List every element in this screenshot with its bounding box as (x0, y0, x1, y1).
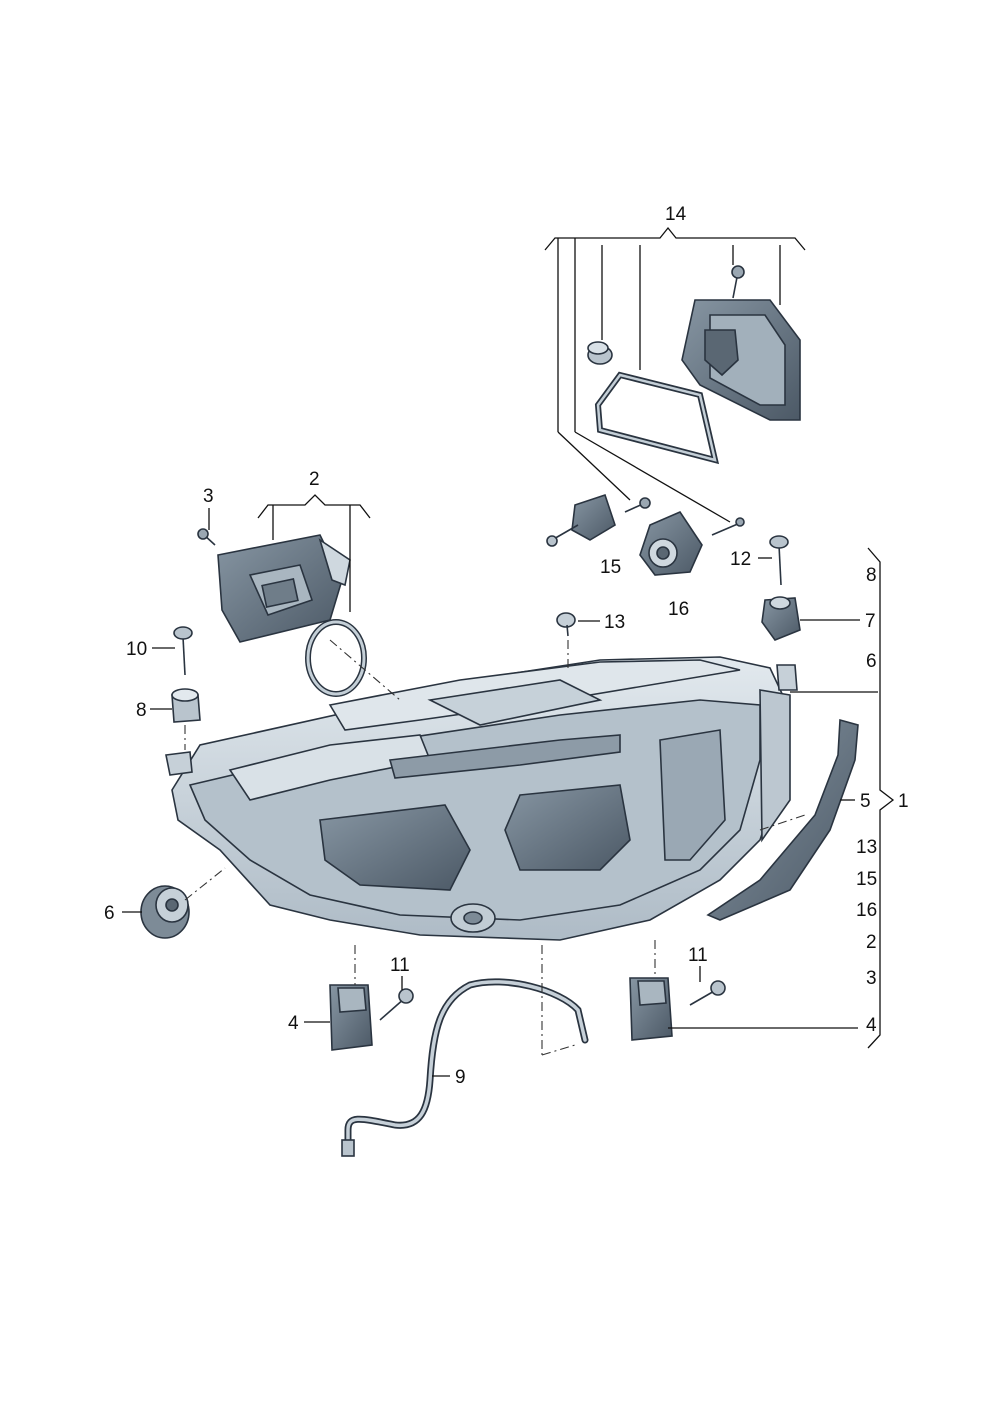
headlight-housing (165, 656, 791, 941)
assembly-list-item: 13 (856, 837, 877, 858)
bracket-4-right (629, 977, 673, 1041)
callout-1: 1 (898, 791, 909, 812)
assembly-list-item: 16 (856, 900, 877, 921)
control-unit (217, 534, 351, 643)
callout-13: 13 (604, 612, 625, 633)
callout-11-right: 11 (688, 945, 708, 966)
callout-8-left: 8 (136, 700, 147, 721)
callout-16: 16 (668, 599, 689, 620)
assembly-list-item: 8 (866, 565, 877, 586)
cover-seal (594, 371, 720, 465)
callout-3: 3 (203, 486, 214, 507)
assembly-list-item: 2 (866, 932, 877, 953)
cover-cap (681, 299, 801, 421)
bracket-4-left (329, 984, 373, 1051)
seal-ring-control-unit (305, 619, 367, 697)
assembly-axes (184, 639, 806, 1056)
clip-6-top (776, 664, 798, 691)
screw-11-right (689, 980, 726, 1006)
assembly-list-item: 4 (866, 1015, 877, 1036)
callout-5: 5 (860, 791, 871, 812)
bracket-7 (761, 596, 801, 641)
callout-14: 14 (665, 204, 687, 225)
screw-13 (556, 612, 576, 637)
screw-3 (197, 528, 216, 546)
nut-8 (171, 688, 201, 723)
assembly-list-item: 6 (866, 651, 877, 672)
callout-15: 15 (600, 557, 621, 578)
screw-11-left (379, 988, 414, 1021)
callout-2: 2 (309, 469, 320, 490)
callout-4-left: 4 (288, 1013, 299, 1034)
screw-cover (731, 265, 745, 299)
assembly-list-item: 3 (866, 968, 877, 989)
screw-15 (624, 497, 651, 513)
assembly-list-item: 15 (856, 869, 877, 890)
callout-7: 7 (865, 611, 876, 632)
callout-9: 9 (455, 1067, 466, 1088)
seal-5 (706, 718, 859, 921)
callout-labels: 14 2 3 10 8 6 4 11 11 9 15 16 13 12 7 5 … (104, 204, 909, 1088)
leader-lines (122, 226, 895, 1077)
grommet-14 (587, 341, 613, 365)
callout-6-left: 6 (104, 903, 115, 924)
wiring-9 (341, 978, 589, 1157)
screw-16 (711, 517, 745, 536)
cap-6 (140, 885, 190, 939)
adjuster-15 (546, 493, 616, 547)
callout-11-left: 11 (390, 955, 410, 976)
assembly-list: 8 6 13 15 16 2 3 4 (856, 565, 877, 1036)
callout-10: 10 (126, 639, 147, 660)
motor-16 (639, 511, 703, 576)
screw-10 (173, 626, 193, 676)
callout-12: 12 (730, 549, 751, 570)
screw-12 (769, 535, 789, 586)
